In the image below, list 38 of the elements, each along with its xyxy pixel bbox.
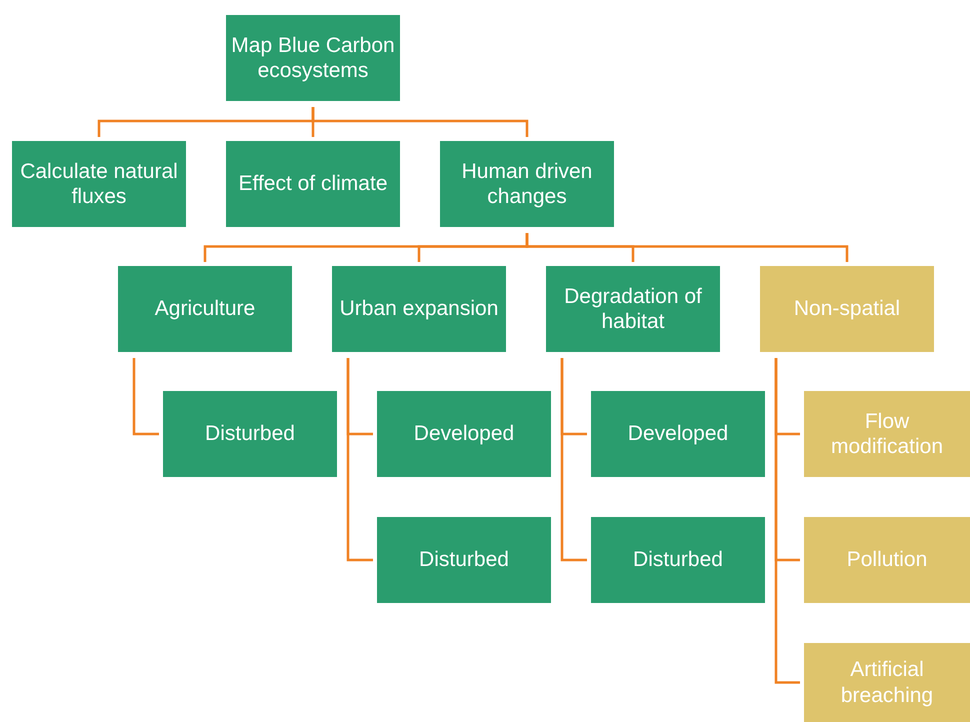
box-label: Degradation of habitat <box>563 284 703 334</box>
process-box <box>332 266 506 352</box>
process-box <box>760 266 934 352</box>
process-box <box>118 266 292 352</box>
process-box <box>546 266 720 352</box>
process-box <box>226 141 400 227</box>
box-label: Pollution <box>846 547 928 573</box>
box-label: Map Blue Carbon ecosystems <box>230 32 396 84</box>
box-label: Flow modification <box>830 408 944 460</box>
process-box <box>804 391 970 477</box>
connector-line <box>774 358 800 684</box>
connector-line <box>132 358 159 436</box>
process-box <box>377 517 551 603</box>
box-label: Calculate natural fluxes <box>19 158 179 210</box>
connector-line <box>346 358 373 562</box>
box-label: Human driven changes <box>460 158 594 210</box>
box-label: Agriculture <box>154 296 256 322</box>
process-box <box>163 391 337 477</box>
process-box <box>591 391 765 477</box>
box-label: Disturbed <box>633 547 723 573</box>
process-box <box>226 15 400 101</box>
process-box <box>377 391 551 477</box>
process-box <box>804 517 970 603</box>
box-label: Disturbed <box>205 421 295 447</box>
box-label: Effect of climate <box>238 171 388 197</box>
box-label: Urban expansion <box>340 296 498 322</box>
box-label: Disturbed <box>419 547 509 573</box>
process-box <box>804 643 970 722</box>
process-box <box>12 141 186 227</box>
connector-line <box>312 107 528 137</box>
box-label: Developed <box>628 421 728 447</box>
box-label: Artificial breaching <box>840 657 934 708</box>
process-box <box>440 141 614 227</box>
connector-line <box>560 358 587 562</box>
box-label: Developed <box>414 421 514 447</box>
process-box <box>591 517 765 603</box>
connector-line <box>526 233 848 262</box>
box-label: Non-spatial <box>794 296 900 322</box>
